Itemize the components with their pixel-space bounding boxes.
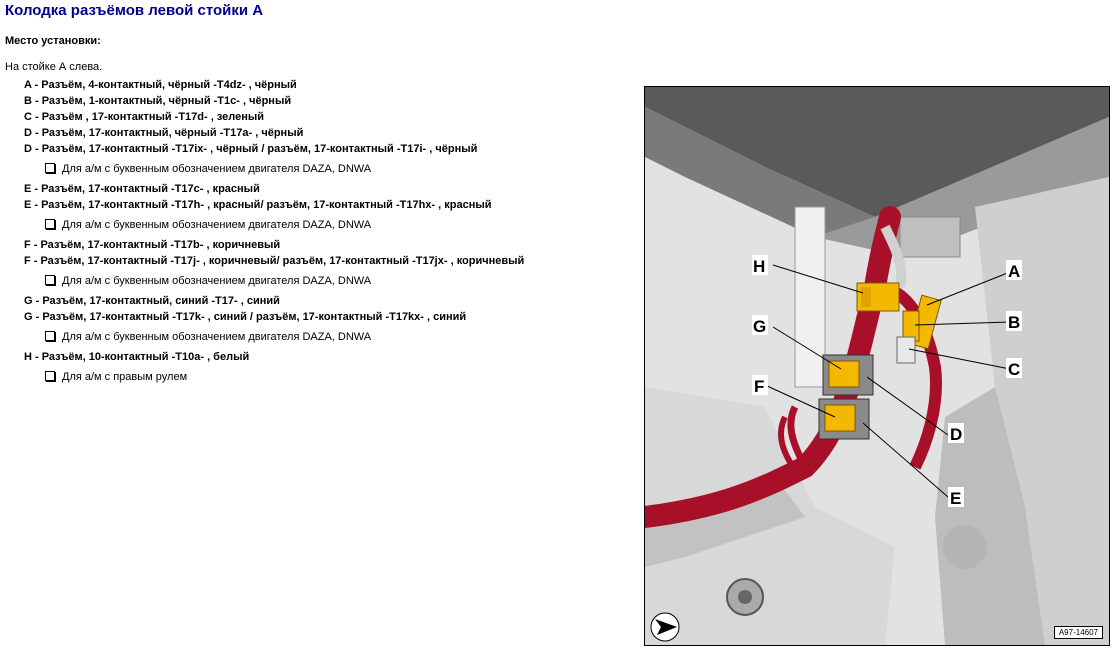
legend-note-text: Для а/м с правым рулем <box>62 371 188 383</box>
legend-item-f2: F - Разъём, 17-контактный -T17j- , корич… <box>24 255 525 267</box>
leader-line-a <box>926 271 1011 306</box>
a-pillar-panel <box>975 177 1109 645</box>
legend-note: Для а/м с буквенным обозначением двигате… <box>0 269 640 293</box>
legend-item-g2: G - Разъём, 17-контактный -T17k- , синий… <box>24 311 467 323</box>
connector-location-illustration: A B C D E F G H A97-14607 <box>644 86 1110 646</box>
legend-item-a1: A - Разъём, 4-контактный, чёрный -T4dz- … <box>24 79 297 91</box>
legend-item-h: H - Разъём, 10-контактный -T10a- , белый <box>24 351 250 363</box>
direction-arrow-icon <box>655 619 677 635</box>
leader-line-h <box>772 264 864 294</box>
callout-h-bg <box>752 255 768 275</box>
callout-f: F <box>754 377 764 396</box>
grey-cable <box>880 224 907 289</box>
leader-line-f <box>764 384 836 418</box>
callout-c: C <box>1008 360 1020 379</box>
figure-id-label: A97-14607 <box>1053 626 1103 639</box>
page-title: Колодка разъёмов левой стойки А <box>5 2 264 19</box>
a-pillar-inner-panel <box>935 387 1045 645</box>
callout-e: E <box>950 489 961 508</box>
callout-g: G <box>753 317 766 336</box>
legend-note-text: Для а/м с буквенным обозначением двигате… <box>62 275 372 287</box>
legend-item-b: B - Разъём, 1-контактный, чёрный -T1c- ,… <box>24 95 292 107</box>
checkbox-icon <box>45 371 55 381</box>
sill-panel <box>645 477 805 567</box>
checkbox-icon <box>45 275 55 285</box>
legend-item-d1: D - Разъём, 17-контактный, чёрный -T17a-… <box>24 127 304 139</box>
leader-line-g <box>772 326 842 370</box>
callout-h: H <box>753 257 765 276</box>
callout-e-bg <box>948 487 964 507</box>
bracket <box>794 206 826 388</box>
connector-f <box>818 398 870 440</box>
leader-line-b <box>914 321 1011 326</box>
installation-location-heading: Место установки: <box>5 35 101 47</box>
checkbox-icon <box>45 331 55 341</box>
connector-h-latch <box>861 287 871 307</box>
connector-h <box>856 282 900 312</box>
connector-legend: A - Разъём, 4-контактный, чёрный -T4dz- … <box>0 77 640 389</box>
relay-box <box>899 216 961 258</box>
installation-location-text: На стойке А слева. <box>5 61 103 73</box>
legend-item-e1: E - Разъём, 17-контактный -T17c- , красн… <box>24 183 260 195</box>
connector-f-body <box>824 404 856 432</box>
leader-lines <box>764 264 1011 498</box>
legend-item-e2: E - Разъём, 17-контактный -T17h- , красн… <box>24 199 492 211</box>
legend-note: Для а/м с правым рулем <box>0 365 640 389</box>
callout-f-bg <box>752 375 768 395</box>
callout-b: B <box>1008 313 1020 332</box>
legend-note: Для а/м с буквенным обозначением двигате… <box>0 157 640 181</box>
dashboard-lower-panel <box>645 107 875 237</box>
callout-g-bg <box>752 315 768 335</box>
callout-c-bg <box>1006 358 1022 378</box>
callout-a-bg <box>1006 260 1022 280</box>
legend-item-c: C - Разъём , 17-контактный -T17d- , зеле… <box>24 111 265 123</box>
callout-b-bg <box>1006 311 1022 331</box>
mounting-bolt-center <box>738 590 752 604</box>
dashboard-top-panel <box>645 87 1109 217</box>
legend-note-text: Для а/м с буквенным обозначением двигате… <box>62 163 372 175</box>
legend-item-f1: F - Разъём, 17-контактный -T17b- , корич… <box>24 239 281 251</box>
leader-line-d <box>866 376 949 436</box>
callout-d: D <box>950 425 962 444</box>
illustration-svg: A B C D E F G H <box>645 87 1109 645</box>
panel-hole <box>943 525 987 569</box>
legend-note-text: Для а/м с буквенным обозначением двигате… <box>62 331 372 343</box>
connector-g <box>822 354 874 396</box>
legend-note-text: Для а/м с буквенным обозначением двигате… <box>62 219 372 231</box>
leader-line-e <box>862 422 949 498</box>
connector-g-body <box>828 360 860 388</box>
leader-line-c <box>908 348 1011 370</box>
checkbox-icon <box>45 163 55 173</box>
legend-note: Для а/м с буквенным обозначением двигате… <box>0 213 640 237</box>
callout-d-bg <box>948 423 964 443</box>
legend-note: Для а/м с буквенным обозначением двигате… <box>0 325 640 349</box>
harness-branch <box>787 405 809 469</box>
checkbox-icon <box>45 219 55 229</box>
legend-item-g1: G - Разъём, 17-контактный, синий -T17- ,… <box>24 295 280 307</box>
legend-item-d2: D - Разъём, 17-контактный -T17ix- , чёрн… <box>24 143 478 155</box>
callout-a: A <box>1008 262 1020 281</box>
harness-branch <box>778 415 803 479</box>
